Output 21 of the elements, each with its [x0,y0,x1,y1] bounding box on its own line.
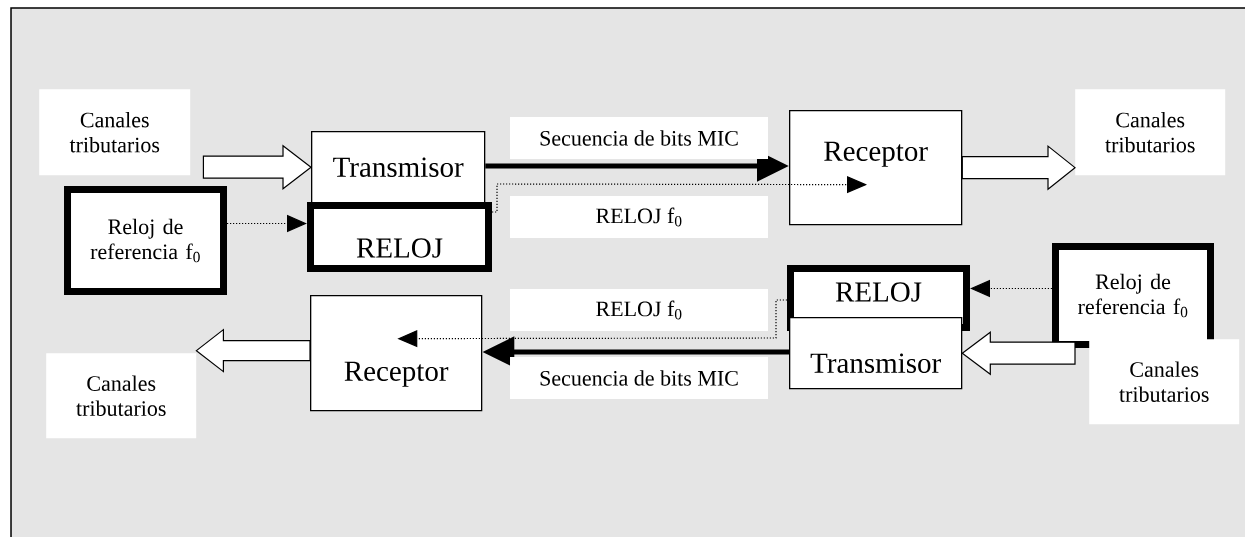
edge-label: Secuencia de bits MIC [510,117,768,159]
edge-label: RELOJ f$_{0}$ [510,196,768,238]
receiver-box: Receptor [789,110,963,226]
reference-clock-box: Reloj de referencia f$_{0}$ [64,186,227,295]
label-box: Canales tributarios [1075,89,1226,176]
label-box: Canales tributarios [1089,339,1240,425]
receiver-box: Receptor [310,295,483,412]
block-arrow [202,144,312,190]
clock-box: RELOJ [307,202,492,272]
node-label: Canales tributarios [1119,361,1209,402]
transmitter-box: Transmisor [311,131,486,204]
edge-label: Secuencia de bits MIC [510,357,768,399]
block-arrow [961,144,1076,191]
transmitter-box: Transmisor [789,317,963,390]
block-arrow [195,328,311,373]
label-box: Canales tributarios [39,89,191,176]
edge-label: RELOJ f$_{0}$ [510,289,768,331]
arrow [491,175,867,213]
block-arrow [961,331,1076,376]
label-box: Canales tributarios [46,353,197,439]
reference-clock-box: Reloj de referencia f$_{0}$ [1052,243,1214,348]
